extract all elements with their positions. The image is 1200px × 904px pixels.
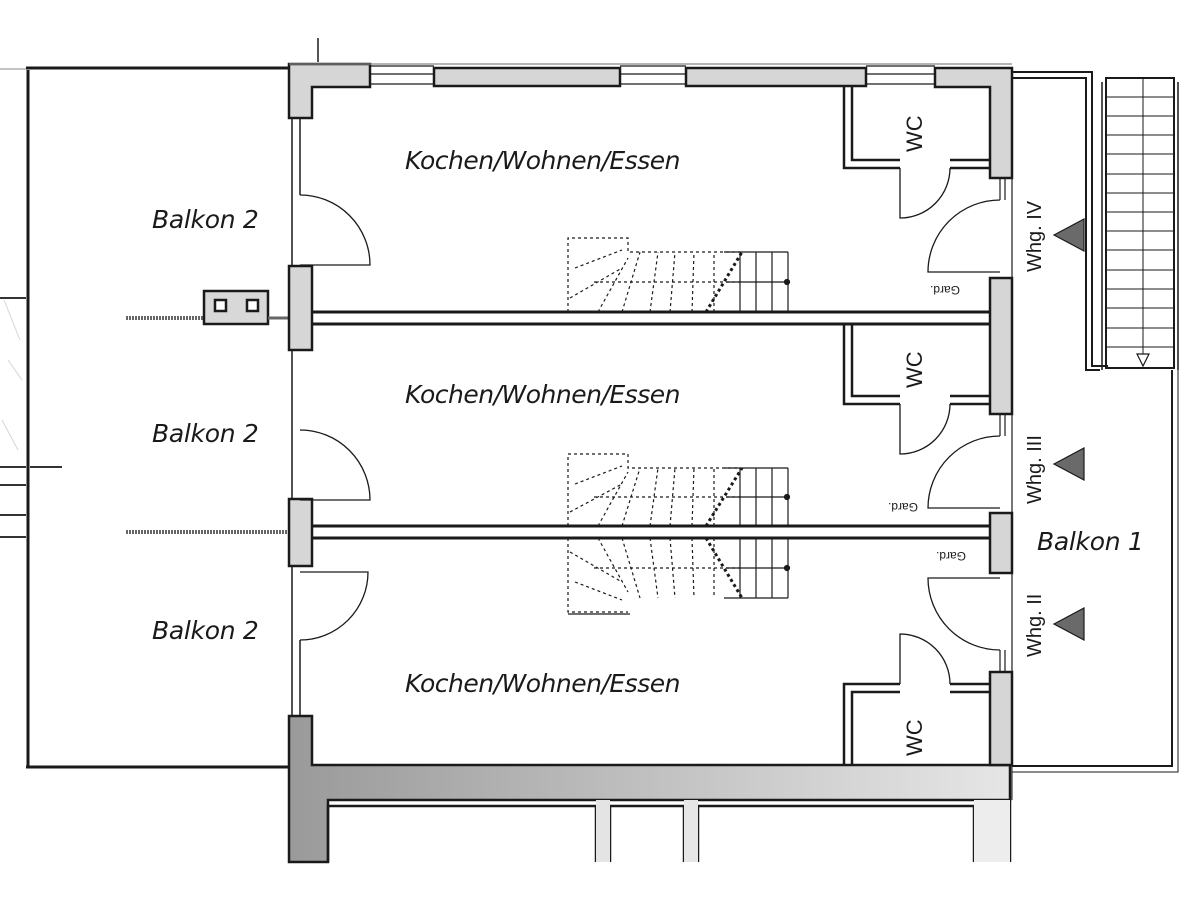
west-windows xyxy=(291,118,301,716)
north-facade xyxy=(432,66,1014,180)
external-stair xyxy=(1101,77,1179,370)
room-label-unit-ii: Kochen/Wohnen/Essen xyxy=(405,669,680,698)
east-door-lines xyxy=(999,178,1013,672)
balcony-label-west-1: Balkon 2 xyxy=(152,205,259,234)
wardrobe-label-unit-ii: Gard. xyxy=(936,549,967,563)
wc-label-unit-iii: WC xyxy=(902,351,927,388)
balcony-label-west-3: Balkon 2 xyxy=(152,616,259,645)
balcony-west-outline xyxy=(0,38,319,769)
chimney xyxy=(202,289,270,326)
room-label-unit-iv: Kochen/Wohnen/Essen xyxy=(405,146,680,175)
wardrobe-label-unit-iii: Gard. xyxy=(888,500,919,514)
wc-label-unit-iv: WC xyxy=(902,115,927,152)
balcony-label-east: Balkon 1 xyxy=(1037,527,1144,556)
stair-unit-iv xyxy=(567,237,791,313)
entrance-label-whg-iii: Whg. III xyxy=(1024,435,1046,504)
east-facade xyxy=(988,276,1014,767)
room-label-unit-iii: Kochen/Wohnen/Essen xyxy=(405,380,680,409)
adjacent-terrain xyxy=(1,299,23,451)
stair-unit-ii xyxy=(567,537,791,615)
entrance-label-whg-ii: Whg. II xyxy=(1024,593,1046,657)
entrance-triangle-icon xyxy=(1052,218,1085,641)
balcony-label-west-2: Balkon 2 xyxy=(152,419,259,448)
north-windows xyxy=(289,63,1012,85)
entrance-label-whg-iv: Whg. IV xyxy=(1024,200,1046,272)
party-walls xyxy=(312,310,990,540)
balcony-east-outline xyxy=(1012,71,1179,773)
doors xyxy=(299,167,1001,685)
wc-walls xyxy=(842,86,990,765)
west-facade xyxy=(287,62,372,568)
left-edge-steps xyxy=(0,297,62,538)
wardrobe-label-unit-iv: Gard. xyxy=(930,283,961,297)
wc-label-unit-ii: WC xyxy=(902,719,927,756)
stair-unit-iii xyxy=(567,453,791,527)
balcony-dividers xyxy=(126,316,290,534)
